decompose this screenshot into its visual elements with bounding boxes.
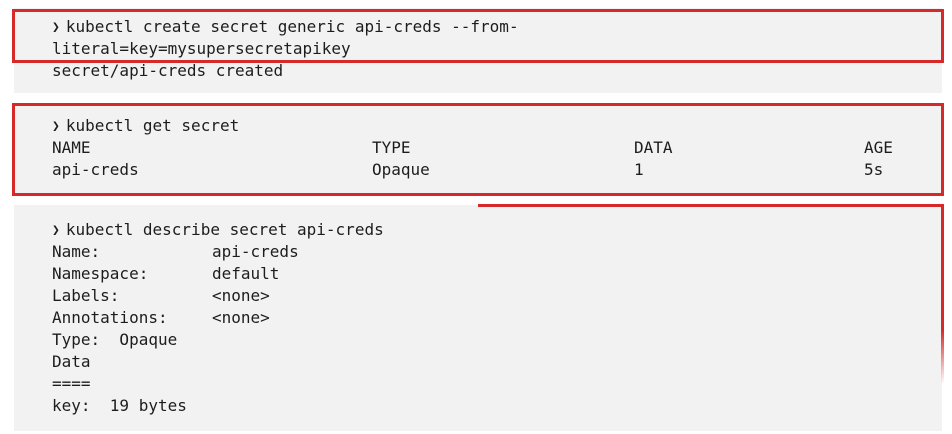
type-line: Type: Opaque [52,330,178,349]
get-header-name: NAME [52,138,91,157]
terminal-block-create: kubectl create secret generic api-creds … [14,8,942,93]
create-output: secret/api-creds created [52,61,284,80]
describe-command: kubectl describe secret api-creds [52,219,384,243]
field-value-labels: <none> [212,286,270,305]
terminal-block-get: kubectl get secret NAME TYPE DATA AGE ap… [14,103,942,196]
get-row-name: api-creds [52,160,139,179]
get-row-age: 5s [864,160,884,179]
terminal-block-describe: kubectl describe secret api-creds Name: … [14,205,942,431]
highlight-edge-right [941,204,944,384]
field-value-name: api-creds [212,242,299,261]
get-header-type: TYPE [372,138,411,157]
get-header-data: DATA [634,138,673,157]
create-command-line-1: kubectl create secret generic api-creds … [52,16,519,40]
get-row-data: 1 [634,160,644,179]
data-line: key: 19 bytes [52,396,187,415]
get-header-age: AGE [864,138,893,157]
field-label-namespace: Namespace: [52,264,149,283]
field-value-namespace: default [212,264,280,283]
create-command-line-2: literal=key=mysupersecretapikey [52,39,351,58]
field-label-labels: Labels: [52,286,120,305]
data-heading: Data [52,352,91,371]
field-value-annotations: <none> [212,308,270,327]
highlight-edge-top [478,204,944,207]
field-label-name: Name: [52,242,101,261]
field-label-annotations: Annotations: [52,308,168,327]
get-command: kubectl get secret [52,115,239,139]
data-separator: ==== [52,374,91,393]
get-row-type: Opaque [372,160,430,179]
